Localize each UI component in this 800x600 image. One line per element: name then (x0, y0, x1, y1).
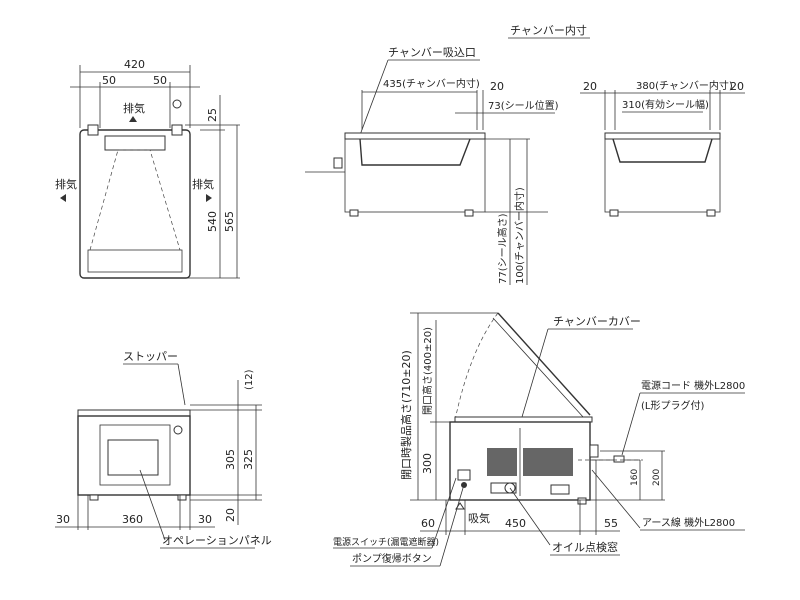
dim-width: 360 (122, 513, 143, 526)
seal-width: 310(有効シール幅) (622, 98, 709, 111)
inner-height: 100(チャンバー内寸) (513, 187, 526, 284)
dim-60: 60 (421, 517, 435, 530)
earth-label: アース線 機外L2800 (642, 516, 735, 529)
arrow-left-icon (60, 194, 66, 202)
cover-label: チャンバーカバー (553, 315, 641, 328)
exhaust-right-label: 排気 (192, 177, 214, 191)
title: チャンバー内寸 (510, 23, 587, 37)
dim-depth: 540 (206, 211, 219, 232)
height-b: 325 (242, 449, 255, 470)
dim-top-offset: 25 (206, 108, 219, 122)
inner-length: 435(チャンバー内寸) (383, 77, 480, 90)
plug-label: (L形プラグ付) (641, 399, 704, 412)
dim-total-depth: 565 (223, 211, 236, 232)
open-height: 開口高さ(400±20) (421, 327, 434, 415)
dim-left: 20 (583, 80, 597, 93)
intake-label: 吸気 (468, 511, 490, 525)
dim-55: 55 (604, 517, 618, 530)
intake-label: チャンバー吸込口 (388, 46, 476, 59)
dim-160: 160 (630, 469, 640, 486)
oil-label: オイル点検窓 (552, 540, 618, 554)
top-view: 420 50 50 排気 排気 排気 25 540 565 (55, 58, 240, 279)
front-section: 20 380(チャンバー内寸) 20 310(有効シール幅) (580, 79, 745, 217)
side-view: チャンバーカバー 開口時製品高さ(710±20) 開口高さ(400±20) 30… (333, 312, 745, 567)
dim-width: 420 (124, 58, 145, 71)
dim-right: 30 (198, 513, 212, 526)
front-view: ストッパー (12) 305 325 20 30 360 30 オペレーションパ… (55, 350, 272, 549)
height-a: 305 (224, 449, 237, 470)
stopper-label: ストッパー (123, 350, 178, 363)
dim-450: 450 (505, 517, 526, 530)
arrow-up-icon (129, 116, 137, 122)
seal-position: 73(シール位置) (488, 99, 559, 112)
inner-width: 380(チャンバー内寸) (636, 79, 733, 92)
exhaust-top-label: 排気 (123, 101, 145, 115)
seal-height: 77(シール高さ) (496, 213, 509, 284)
dim-200: 200 (652, 469, 662, 486)
dim-margin-left: 50 (102, 74, 116, 87)
foot-dim: 20 (224, 508, 237, 522)
exhaust-left-label: 排気 (55, 177, 77, 191)
dim-right: 20 (730, 80, 744, 93)
dim-margin-right: 50 (153, 74, 167, 87)
body-height: 300 (421, 453, 434, 474)
dim-offset: 20 (490, 80, 504, 93)
arrow-right-icon (206, 194, 212, 202)
cord-label: 電源コード 機外L2800 (641, 379, 745, 392)
dim-left: 30 (56, 513, 70, 526)
lid-dim: (12) (244, 369, 255, 390)
switch-label: 電源スイッチ(漏電遮断器) (333, 536, 439, 548)
panel-label: オペレーションパネル (162, 534, 272, 547)
pump-label: ポンプ復帰ボタン (352, 552, 432, 565)
vent-grille (487, 448, 573, 476)
open-total-height: 開口時製品高さ(710±20) (399, 350, 413, 480)
side-section: チャンバー吸込口 435(チャンバー内寸) 20 73(シール位置) 77(シー… (305, 46, 559, 285)
